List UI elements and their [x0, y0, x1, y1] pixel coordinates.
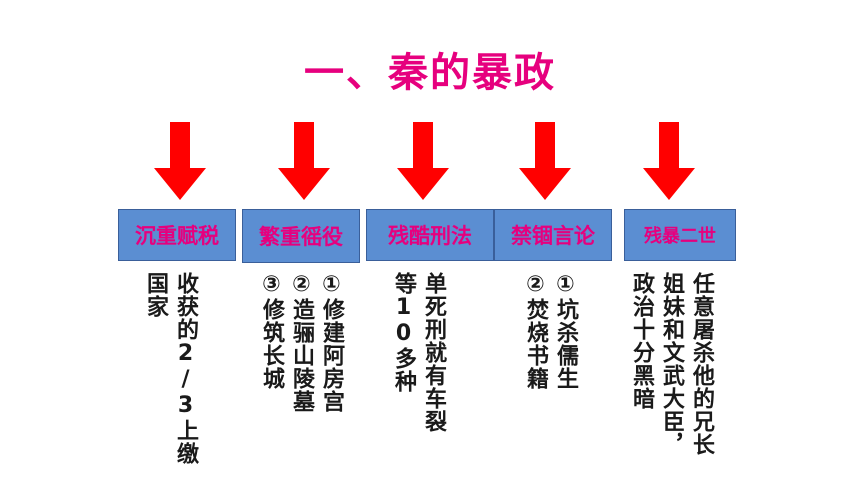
label-box-taxes: 沉重赋税	[118, 209, 236, 261]
label-box-second-emperor: 残暴二世	[624, 209, 736, 261]
text-corvee: ①修建阿房宫 ②造骊山陵墓 ③修筑长城	[259, 272, 344, 413]
down-arrow-icon	[154, 122, 206, 200]
label-box-corvee: 繁重徭役	[242, 209, 360, 263]
text-punishment: 单死刑就有车裂 等10多种	[391, 272, 446, 433]
down-arrow-icon	[643, 122, 695, 200]
down-arrow-icon	[519, 122, 571, 200]
page-title: 一、秦的暴政	[304, 50, 556, 96]
text-second-emperor: 任意屠杀他的兄长 姐妹和文武大臣， 政治十分黑暗	[629, 272, 714, 456]
text-speech: ①坑杀儒生 ②焚烧书籍	[523, 272, 578, 390]
label-box-punishment: 残酷刑法	[366, 209, 494, 261]
label-box-speech: 禁锢言论	[494, 209, 612, 261]
down-arrow-icon	[278, 122, 330, 200]
text-taxes: 收获的2/3上缴 国家	[143, 272, 198, 465]
down-arrow-icon	[397, 122, 449, 200]
